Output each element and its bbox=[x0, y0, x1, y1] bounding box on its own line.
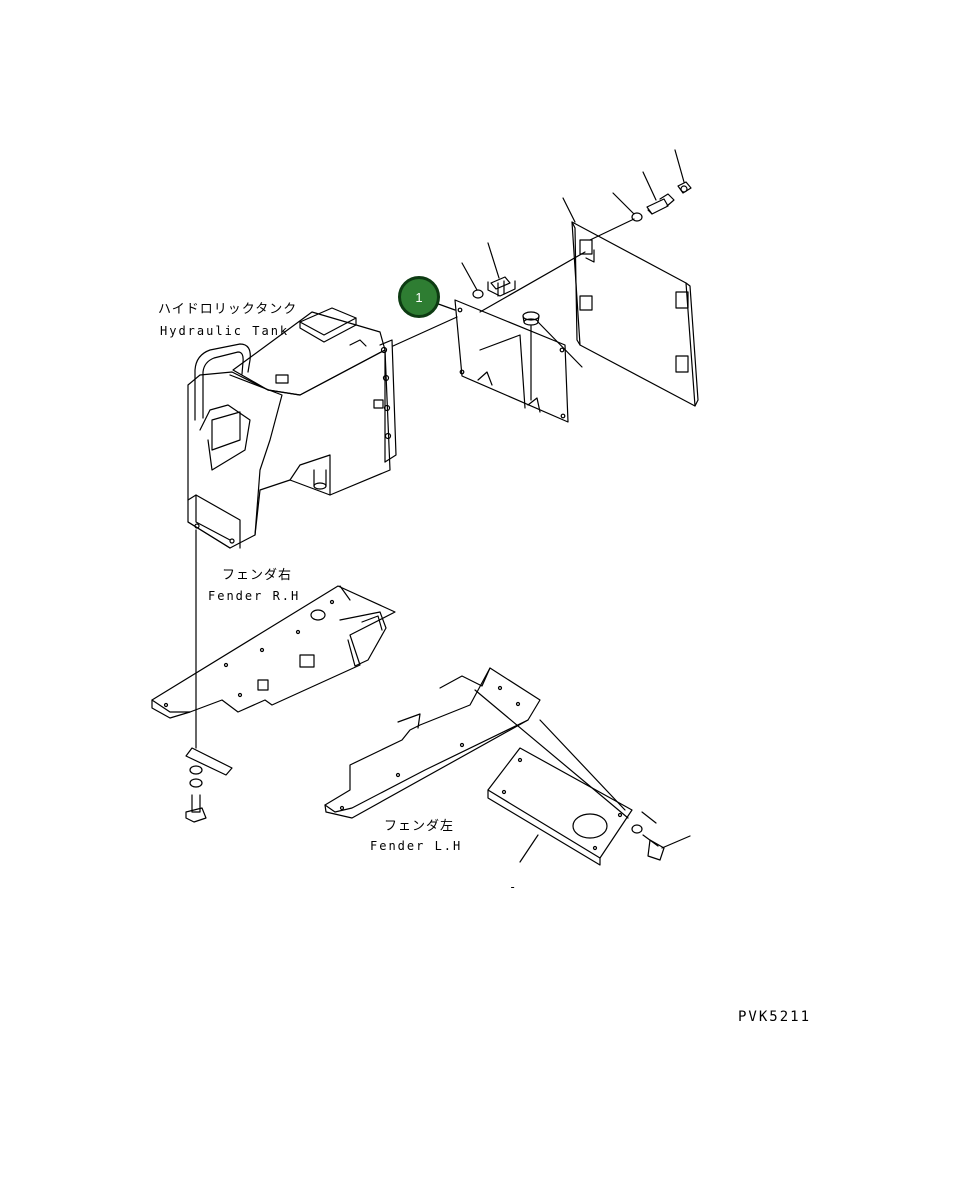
hardware-left bbox=[185, 529, 233, 823]
callout-badge-1[interactable]: 1 bbox=[398, 276, 440, 318]
fender-rh-label-jp: フェンダ右 bbox=[222, 568, 293, 583]
side-panel bbox=[571, 221, 699, 407]
hydraulic-tank bbox=[187, 307, 397, 549]
fender-bracket bbox=[474, 689, 691, 866]
callout-number: 1 bbox=[415, 290, 423, 305]
fender-rh bbox=[151, 585, 396, 719]
small-mark: - bbox=[509, 880, 519, 894]
cover-plate bbox=[454, 299, 583, 423]
hardware-top bbox=[392, 149, 692, 347]
fender-lh bbox=[324, 667, 541, 819]
drawing-code: PVK5211 bbox=[738, 1009, 812, 1025]
fender-lh-label-jp: フェンダ左 bbox=[384, 819, 455, 834]
fender-rh-label-en: Fender R.H bbox=[208, 589, 301, 603]
hydraulic-tank-label-en: Hydraulic Tank bbox=[160, 324, 290, 338]
hydraulic-tank-label-jp: ハイドロリックタンク bbox=[158, 302, 298, 317]
fender-lh-label-en: Fender L.H bbox=[370, 839, 463, 853]
